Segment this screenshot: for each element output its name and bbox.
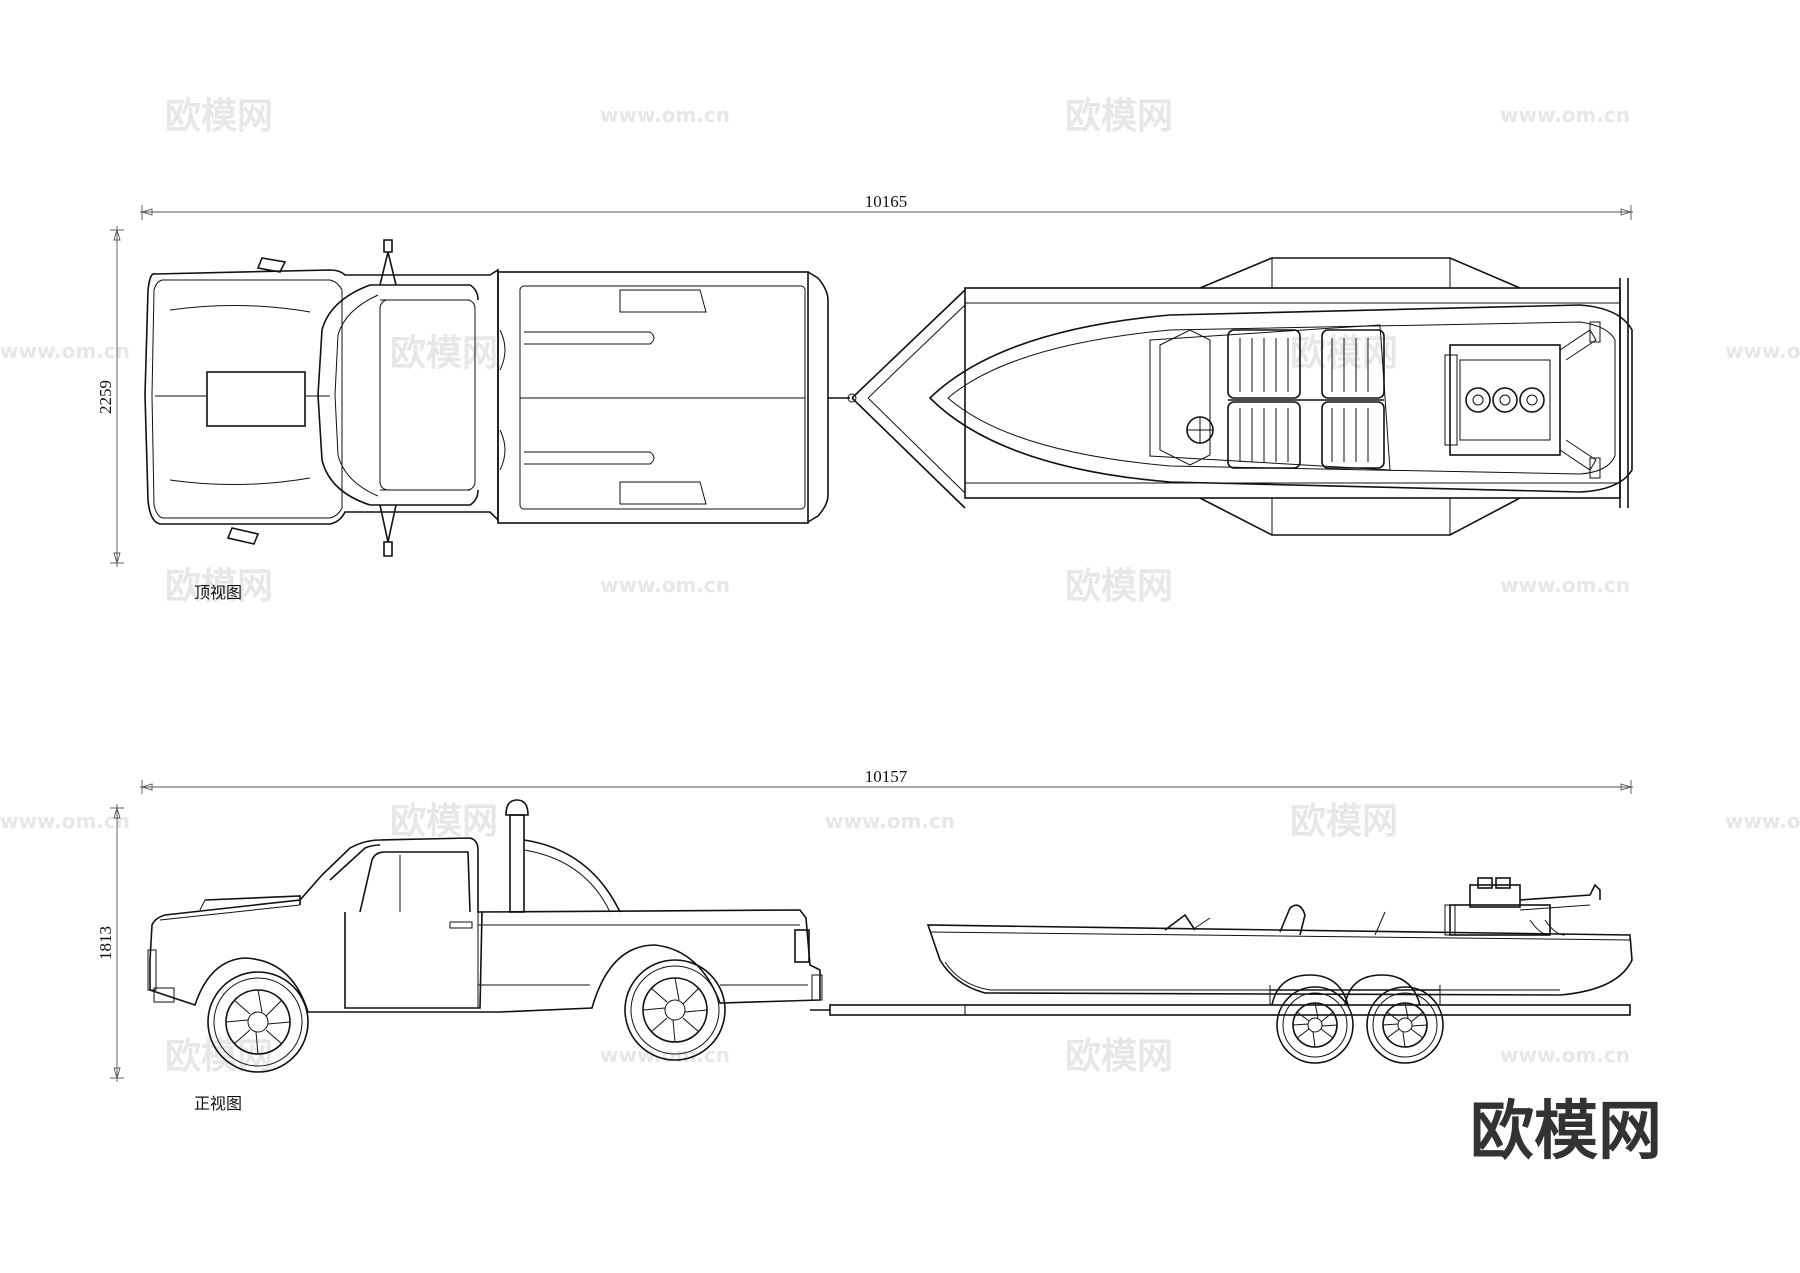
truck-top-view [144, 239, 857, 557]
watermark-url: www.om.cn [1725, 339, 1800, 363]
watermark-url: www.om.cn [600, 573, 730, 597]
top-view-caption: 顶视图 [194, 583, 242, 602]
watermark-url: www.om.cn [1500, 103, 1630, 127]
front-view-dimensions: 10157 1813 正视图 [96, 767, 1633, 1113]
front-view-caption: 正视图 [194, 1094, 242, 1113]
watermark-logo: 欧模网 [1065, 1036, 1173, 1077]
watermark-url: www.om.cn [0, 809, 130, 833]
watermark-url: www.om.cn [1500, 1043, 1630, 1067]
front-height-dimension: 1813 [96, 926, 115, 960]
trailer-side-view [829, 877, 1633, 1064]
watermark-logo: 欧模网 [1065, 566, 1173, 607]
watermark-layer: 欧模网 www.om.cn 欧模网 www.om.cn www.om.cn 欧模… [0, 96, 1800, 1077]
watermark-url: www.om.cn [825, 809, 955, 833]
watermark-url: www.om.cn [600, 1043, 730, 1067]
watermark-logo: 欧模网 [390, 333, 498, 374]
watermark-logo: 欧模网 [165, 566, 273, 607]
truck-side-view [147, 799, 830, 1073]
watermark-url: www.om.cn [1500, 573, 1630, 597]
watermark-logo: 欧模网 [165, 96, 273, 137]
watermark-url: www.om.cn [1725, 809, 1800, 833]
top-length-dimension: 10165 [865, 192, 908, 211]
watermark-logo: 欧模网 [1065, 96, 1173, 137]
site-logo: 欧模网 [1470, 1095, 1662, 1169]
watermark-url: www.om.cn [0, 339, 130, 363]
top-width-dimension: 2259 [96, 380, 115, 414]
front-length-dimension: 10157 [865, 767, 908, 786]
watermark-logo: 欧模网 [390, 801, 498, 842]
trailer-top-view [851, 257, 1633, 536]
watermark-url: www.om.cn [600, 103, 730, 127]
watermark-logo: 欧模网 [1290, 801, 1398, 842]
top-view-dimensions: 10165 2259 顶视图 [96, 192, 1633, 602]
